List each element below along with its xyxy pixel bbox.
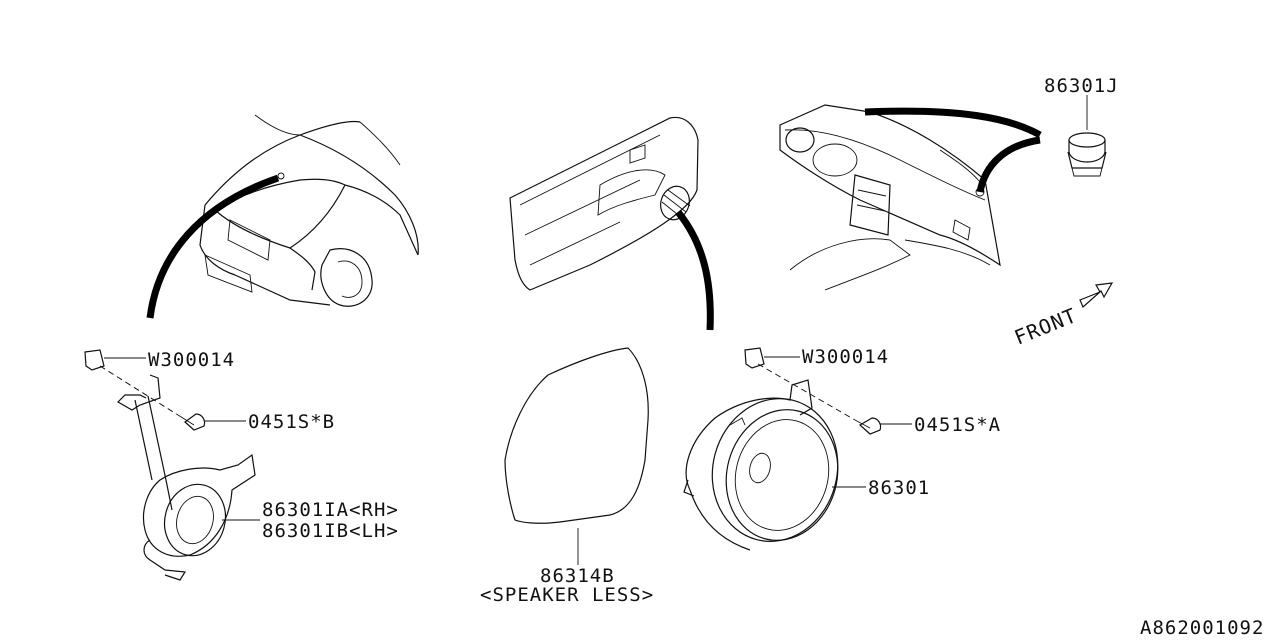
speaker-cover-part: [504, 347, 649, 524]
label-bolt-a: 0451S*A: [914, 414, 1001, 436]
label-dash-speaker: 86301J: [1044, 75, 1119, 97]
label-tweeter-rh: 86301IA<RH>: [262, 499, 399, 521]
label-tweeter-lh: 86301IB<LH>: [262, 520, 399, 542]
label-speaker: 86301: [868, 477, 930, 499]
tweeter-assembly: [84, 349, 256, 581]
diagram-id: A862001092: [1140, 617, 1264, 639]
label-cover: 86314B: [540, 565, 615, 587]
pointer-dash-top: [864, 107, 1042, 139]
pointer-door-to-speaker: [675, 209, 714, 331]
door-panel-illustration: [509, 116, 699, 291]
label-w300014-left: W300014: [148, 349, 235, 371]
label-cover-note: <SPEAKER LESS>: [480, 584, 654, 606]
pointer-dash-corner: [976, 136, 1041, 193]
label-w300014-right: W300014: [802, 346, 889, 368]
front-arrow-icon: [1079, 282, 1114, 309]
label-front: FRONT: [1011, 303, 1080, 350]
pointer-rear-to-tweeter: [146, 174, 280, 319]
dashboard-illustration: [779, 104, 1001, 291]
dash-speaker-part: [1067, 132, 1107, 177]
door-speaker-assembly: [683, 347, 882, 551]
label-bolt-b: 0451S*B: [248, 411, 335, 433]
rear-car-illustration: [199, 114, 419, 307]
